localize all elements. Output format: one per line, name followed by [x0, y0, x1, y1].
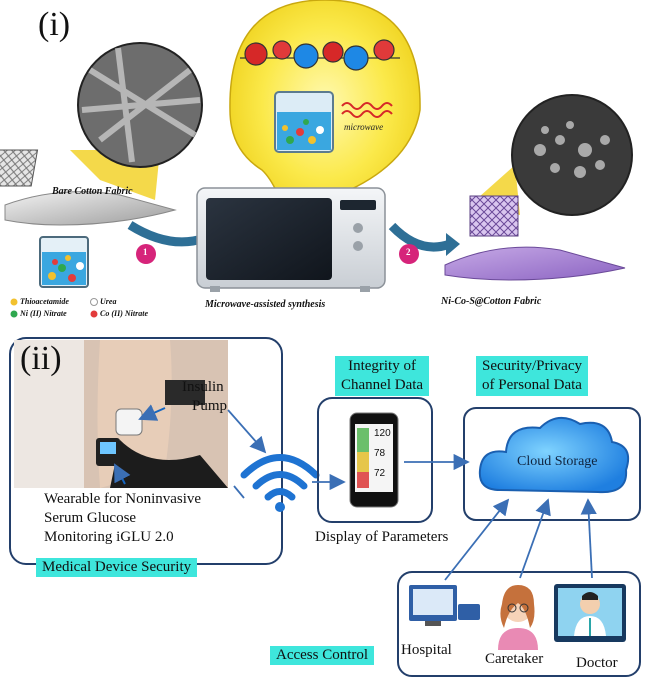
synthesis-caption: Microwave-assisted synthesis: [205, 299, 326, 310]
wearable-line3: Monitoring iGLU 2.0: [44, 529, 174, 545]
arrow-caretaker-to-cloud: [519, 498, 551, 579]
step2-arrow: [388, 222, 452, 252]
phone-value-2: 78: [374, 448, 386, 459]
legend-thioacetamide: Thioacetamide: [20, 297, 69, 306]
access-box: [397, 571, 641, 677]
doctor-monitor-icon: [554, 584, 626, 642]
step1-number: 1: [143, 247, 148, 257]
panel-ii-label: (ii): [20, 340, 62, 377]
insulin-label: Insulin: [182, 379, 224, 395]
caretaker-label: Caretaker: [485, 651, 544, 667]
integrity-box: [317, 397, 433, 523]
molecule-chain: [240, 39, 400, 71]
insulin-pump-device: [115, 408, 143, 436]
smartphone-icon: [349, 412, 399, 508]
doctor-label: Doctor: [576, 655, 618, 671]
medical-security-label: Medical Device Security: [36, 558, 198, 577]
hospital-label: Hospital: [401, 642, 452, 658]
integrity-line1: Integrity of: [348, 358, 416, 374]
microwave-word: microwave: [344, 122, 384, 132]
cloud-storage-label: Cloud Storage: [517, 454, 598, 469]
arrow-doctor-to-cloud: [580, 498, 597, 579]
microwave-wave-icon: [341, 102, 393, 118]
arrow-pump-to-wifi: [227, 409, 267, 454]
caretaker-avatar-icon: [498, 585, 538, 650]
legend-co-nitrate: Co (II) Nitrate: [100, 309, 148, 318]
legend-dot-thioacetamide: [10, 298, 18, 306]
legend-urea: Urea: [100, 297, 117, 306]
step2-badge: [399, 244, 419, 264]
legend-dot-co-nitrate: [90, 310, 98, 318]
step1-arrow: [127, 221, 207, 247]
panel-i-label: (i): [38, 6, 71, 43]
pump-label: Pump: [192, 398, 228, 414]
step2-number: 2: [406, 247, 411, 257]
beaker-icon: [274, 91, 334, 153]
bare-fabric-sheet: [4, 191, 177, 226]
security-line2: of Personal Data: [482, 377, 582, 393]
wearable-line1: Wearable for Noninvasive: [44, 491, 202, 507]
phone-value-3: 72: [374, 468, 386, 479]
phone-value-1: 120: [374, 428, 391, 439]
legend-ni-nitrate: Ni (II) Nitrate: [20, 309, 67, 318]
precursor-beaker-icon: [39, 236, 89, 288]
product-caption: Ni-Co-S@Cotton Fabric: [441, 296, 542, 307]
arrow-hospital-to-cloud: [444, 498, 510, 581]
hospital-computer-icon: [409, 585, 480, 626]
bare-fabric-caption: Bare Cotton Fabric: [52, 186, 133, 197]
wifi-icon: [240, 454, 320, 512]
display-params-label: Display of Parameters: [315, 529, 449, 545]
security-line1: Security/Privacy: [482, 358, 582, 374]
integrity-line2: Channel Data: [341, 377, 424, 393]
legend-dot-ni-nitrate: [10, 310, 18, 318]
arrow-wearable-to-wifi: [233, 485, 245, 499]
ni-co-s-sem-image: [511, 94, 633, 216]
cloud-icon: [478, 417, 630, 494]
security-privacy-label: Security/Privacy of Personal Data: [476, 356, 588, 396]
access-control-label: Access Control: [270, 646, 375, 665]
microwave-oven-icon: [196, 187, 386, 292]
step1-badge: [136, 244, 156, 264]
legend-dot-urea: [90, 298, 98, 306]
ni-co-s-fabric-sheet: [444, 246, 626, 281]
wearable-line2: Serum Glucose: [44, 510, 137, 526]
integrity-label: Integrity of Channel Data: [335, 356, 430, 396]
